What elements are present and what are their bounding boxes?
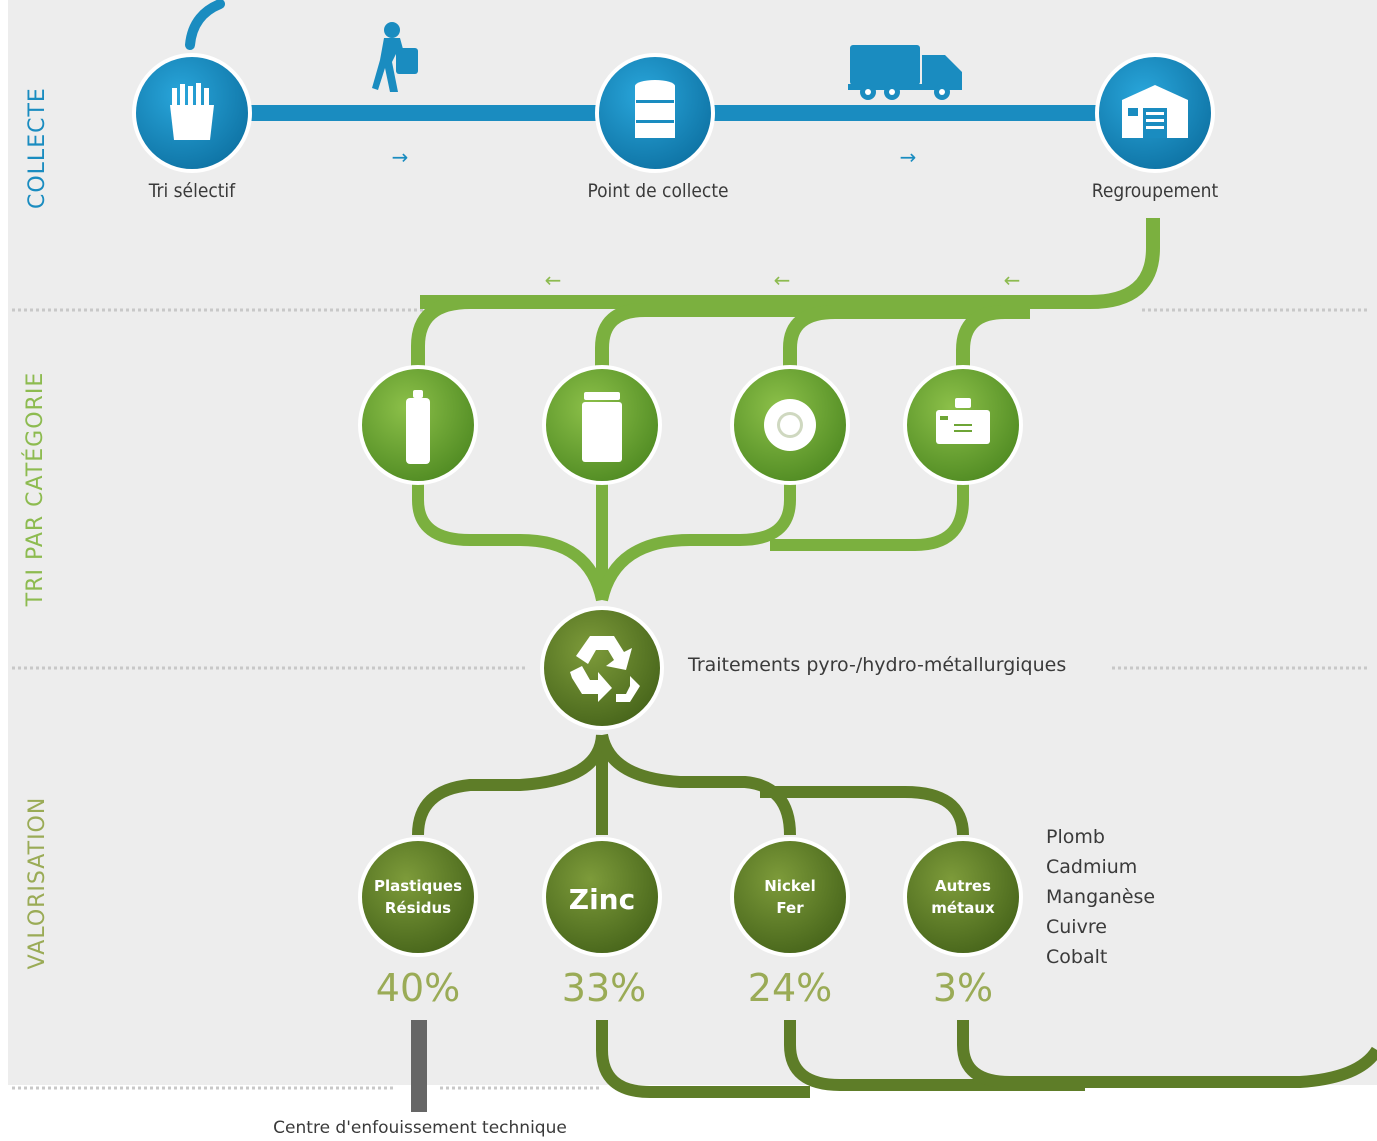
- node-tri-selectif: [132, 53, 252, 173]
- landfill-bar: [411, 1020, 427, 1112]
- node-point-collecte: [595, 53, 715, 173]
- output-text-3: Nickel Fer: [764, 875, 815, 919]
- arrow-left-2: ←: [773, 268, 791, 292]
- section-label-collecte: COLLECTE: [25, 87, 50, 209]
- landfill-label: Centre d'enfouissement technique: [273, 1118, 567, 1138]
- output-text-1: Plastiques Résidus: [374, 875, 462, 919]
- output-node-2: [542, 837, 662, 957]
- truck-icon: [848, 45, 962, 100]
- output-4-line2: métaux: [931, 899, 995, 917]
- output-text-4: Autres métaux: [931, 875, 994, 919]
- output-1-line1: Plastiques: [373, 877, 463, 895]
- output-node-3: [730, 837, 850, 957]
- treatment-node: [540, 606, 664, 730]
- output-node-1: [358, 837, 478, 957]
- treatment-label: Traitements pyro-/hydro-métallurgiques: [688, 654, 1067, 676]
- percent-1: 40%: [375, 966, 461, 1010]
- barrel-icon: [635, 80, 675, 138]
- output-4-line1: Autres: [935, 877, 991, 895]
- label-tri-selectif: Tri sélectif: [148, 180, 236, 202]
- arrow-left-3: ←: [1003, 268, 1021, 292]
- arrow-left-1: ←: [544, 268, 562, 292]
- label-point-collecte: Point de collecte: [587, 180, 729, 202]
- category-node-2: [542, 365, 662, 485]
- output-text-2: Zinc: [568, 883, 636, 916]
- output-node-4: [903, 837, 1023, 957]
- battery-prismatic-icon: [582, 392, 622, 462]
- battery-cylinder-icon: [406, 390, 430, 464]
- person-carrying-icon: [372, 22, 418, 92]
- metal-item: Cobalt: [1046, 946, 1108, 968]
- label-regroupement: Regroupement: [1091, 180, 1219, 202]
- node-regroupement: [1095, 53, 1215, 173]
- metal-item: Manganèse: [1046, 886, 1156, 908]
- button-cell-icon: [764, 399, 816, 451]
- other-metals-list: Plomb Cadmium Manganèse Cuivre Cobalt: [1046, 822, 1155, 972]
- warehouse-icon: [1122, 85, 1188, 138]
- percent-4: 3%: [932, 966, 994, 1010]
- section-label-valorisation: VALORISATION: [25, 796, 50, 970]
- output-pipes: [412, 733, 969, 836]
- output-3-line2: Fer: [776, 899, 804, 917]
- metal-item: Plomb: [1046, 826, 1105, 848]
- output-1-line2: Résidus: [384, 899, 452, 917]
- percent-3: 24%: [747, 966, 833, 1010]
- recycle-icon: [570, 636, 640, 702]
- section-label-tri: TRI PAR CATÉGORIE: [23, 371, 48, 607]
- output-2-line1: Zinc: [568, 883, 636, 916]
- metal-item: Cuivre: [1046, 916, 1107, 938]
- arrow-right-2: →: [899, 145, 917, 169]
- converge-pipes: [412, 468, 969, 602]
- category-node-3: [730, 365, 850, 485]
- category-node-4: [903, 365, 1023, 485]
- collecte-flow: [185, 0, 1110, 121]
- output-3-line1: Nickel: [764, 877, 816, 895]
- recycle-loop-pipes: [596, 1020, 1377, 1098]
- arrow-right-1: →: [391, 145, 409, 169]
- metal-item: Cadmium: [1046, 856, 1138, 878]
- box-icon: [170, 83, 214, 140]
- percent-2: 33%: [561, 966, 647, 1010]
- section-separators: [12, 308, 1370, 1090]
- battery-pack-icon: [936, 398, 990, 444]
- category-node-1: [358, 365, 478, 485]
- distribution-pipes: [411, 218, 1160, 380]
